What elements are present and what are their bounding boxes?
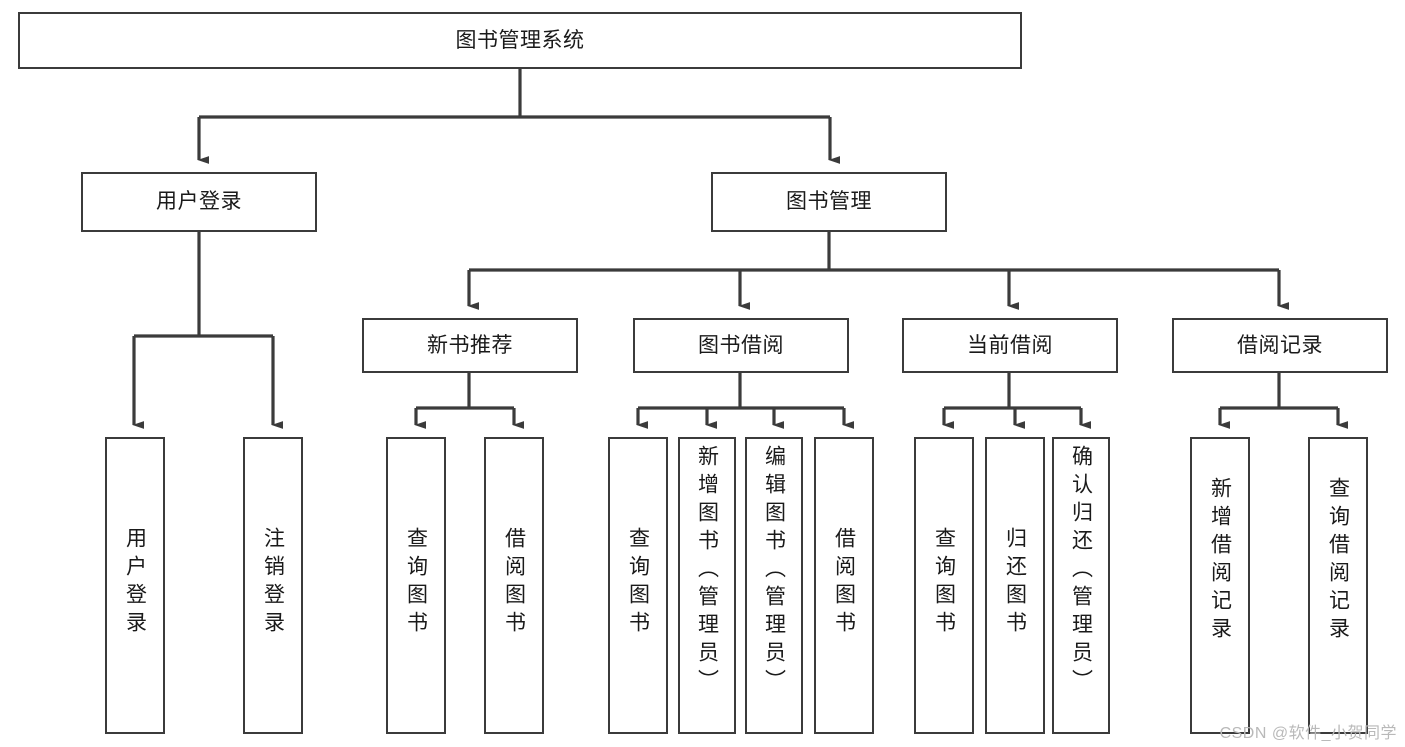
node-book-management[interactable]: 图书管理 (711, 172, 947, 232)
node-leaf-query-book-current[interactable]: 查询图书 (914, 437, 974, 734)
book-borrow-branch-connectors (636, 373, 854, 429)
node-leaf-borrow-book-label: 借阅图书 (832, 527, 856, 639)
node-leaf-confirm-return-admin[interactable]: 确认归还（管理员） (1052, 437, 1110, 734)
node-leaf-confirm-return-admin-label: 确认归还（管理员） (1069, 445, 1093, 697)
node-book-borrow[interactable]: 图书借阅 (633, 318, 849, 373)
node-leaf-query-book-borrow[interactable]: 查询图书 (608, 437, 668, 734)
node-leaf-query-book-current-label: 查询图书 (932, 527, 956, 639)
node-new-book-recommend-label: 新书推荐 (427, 333, 513, 357)
node-leaf-logout-label: 注销登录 (261, 527, 285, 639)
node-user-login-label: 用户登录 (156, 190, 242, 214)
node-leaf-add-book-admin-label: 新增图书（管理员） (695, 445, 719, 697)
book-management-branch-connectors (467, 232, 1289, 310)
current-borrow-branch-connectors (942, 373, 1091, 429)
node-new-book-recommend[interactable]: 新书推荐 (362, 318, 578, 373)
node-leaf-add-borrow-record[interactable]: 新增借阅记录 (1190, 437, 1250, 734)
node-current-borrow[interactable]: 当前借阅 (902, 318, 1118, 373)
node-leaf-edit-book-admin[interactable]: 编辑图书（管理员） (745, 437, 803, 734)
node-leaf-add-borrow-record-label: 新增借阅记录 (1208, 477, 1232, 645)
node-leaf-user-login[interactable]: 用户登录 (105, 437, 165, 734)
node-current-borrow-label: 当前借阅 (967, 333, 1053, 357)
node-leaf-query-book-recommend[interactable]: 查询图书 (386, 437, 446, 734)
node-leaf-add-book-admin[interactable]: 新增图书（管理员） (678, 437, 736, 734)
csdn-watermark: CSDN @软件_小贺同学 (1219, 725, 1397, 742)
node-root-system[interactable]: 图书管理系统 (18, 12, 1022, 69)
node-user-login[interactable]: 用户登录 (81, 172, 317, 232)
node-leaf-query-borrow-record-label: 查询借阅记录 (1326, 477, 1350, 645)
new-book-branch-connectors (414, 373, 524, 429)
node-leaf-return-book[interactable]: 归还图书 (985, 437, 1045, 734)
root-to-level2-connectors (197, 69, 840, 164)
node-borrow-record[interactable]: 借阅记录 (1172, 318, 1388, 373)
node-leaf-query-book-borrow-label: 查询图书 (626, 527, 650, 639)
node-borrow-record-label: 借阅记录 (1237, 333, 1323, 357)
node-leaf-edit-book-admin-label: 编辑图书（管理员） (762, 445, 786, 697)
node-leaf-return-book-label: 归还图书 (1003, 527, 1027, 639)
node-book-borrow-label: 图书借阅 (698, 333, 784, 357)
node-book-management-label: 图书管理 (786, 190, 872, 214)
node-leaf-borrow-book-recommend[interactable]: 借阅图书 (484, 437, 544, 734)
node-leaf-user-login-label: 用户登录 (123, 527, 147, 639)
node-leaf-logout[interactable]: 注销登录 (243, 437, 303, 734)
node-root-system-label: 图书管理系统 (455, 28, 585, 52)
borrow-record-branch-connectors (1218, 373, 1348, 429)
node-leaf-borrow-book-recommend-label: 借阅图书 (502, 527, 526, 639)
user-login-branch-connectors (132, 232, 283, 429)
node-leaf-borrow-book[interactable]: 借阅图书 (814, 437, 874, 734)
node-leaf-query-book-recommend-label: 查询图书 (404, 527, 428, 639)
node-leaf-query-borrow-record[interactable]: 查询借阅记录 (1308, 437, 1368, 734)
